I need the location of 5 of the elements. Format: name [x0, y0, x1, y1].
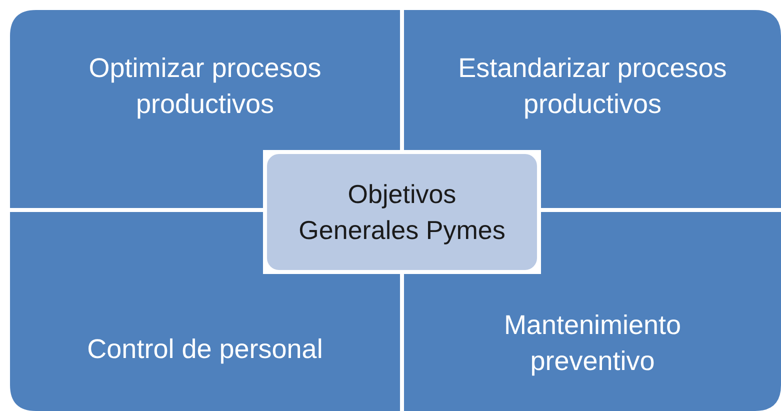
quadrant-label: Mantenimiento preventivo: [502, 309, 682, 378]
quadrant-label: Control de personal: [87, 333, 323, 366]
quadrant-label: Estandarizar procesos productivos: [457, 52, 728, 121]
quadrant-label: Optimizar procesos productivos: [88, 52, 322, 121]
center-label: Objetivos Generales Pymes: [298, 178, 506, 247]
